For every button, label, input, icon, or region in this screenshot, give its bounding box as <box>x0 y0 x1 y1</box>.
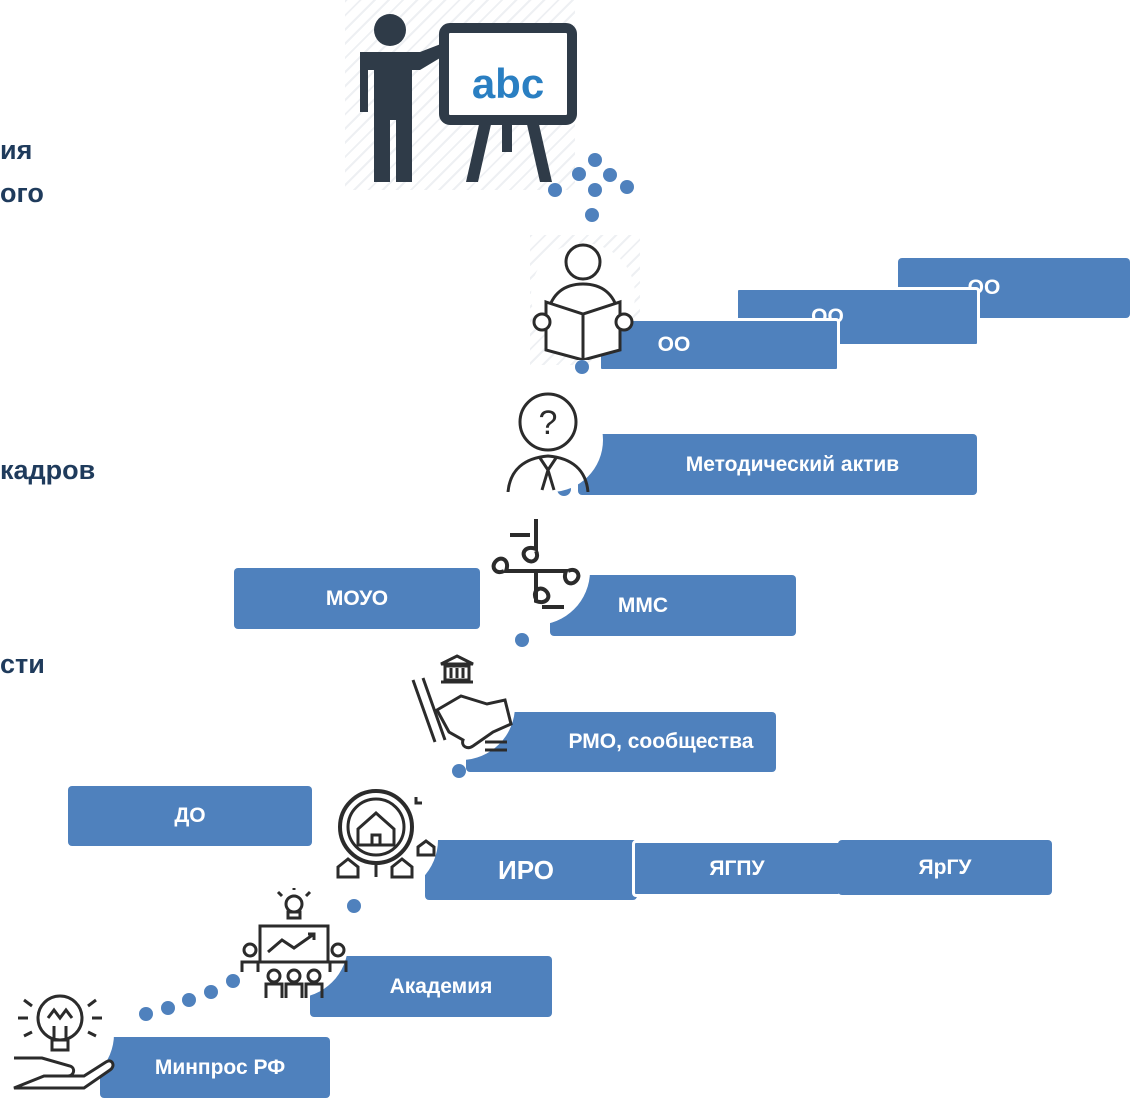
box-yargu: ЯрГУ <box>838 840 1052 895</box>
heading-line-3: кадров <box>0 455 96 485</box>
question-person-icon: ? <box>496 388 606 492</box>
heading-line-4: сти <box>0 649 45 679</box>
box-yagpu: ЯГПУ <box>632 840 842 897</box>
box-do: ДО <box>68 786 312 846</box>
box-iro: ИРО <box>425 840 637 900</box>
board-text: abc <box>472 60 544 107</box>
svg-text:?: ? <box>539 404 558 442</box>
presentation-group-icon <box>238 888 350 1000</box>
box-mms: ММС <box>550 575 796 636</box>
heading-line-2: ого <box>0 178 44 208</box>
puzzle-icon <box>480 515 592 627</box>
box-oo-1: ОО <box>598 318 840 372</box>
reader-icon <box>528 240 638 360</box>
handshake-building-icon <box>405 650 517 762</box>
teacher-board-icon: abc <box>352 10 582 185</box>
box-rmo-communities: РМО, сообщества <box>466 712 776 772</box>
box-minpros: Минпрос РФ <box>100 1037 330 1098</box>
box-academy: Академия <box>310 956 552 1017</box>
box-methodical-active: Методический актив <box>578 434 977 495</box>
magnifier-house-icon <box>328 785 440 895</box>
box-moyo: МОУО <box>234 568 480 629</box>
lightbulb-hand-icon <box>4 978 116 1090</box>
heading-line-1: ия <box>0 135 33 165</box>
